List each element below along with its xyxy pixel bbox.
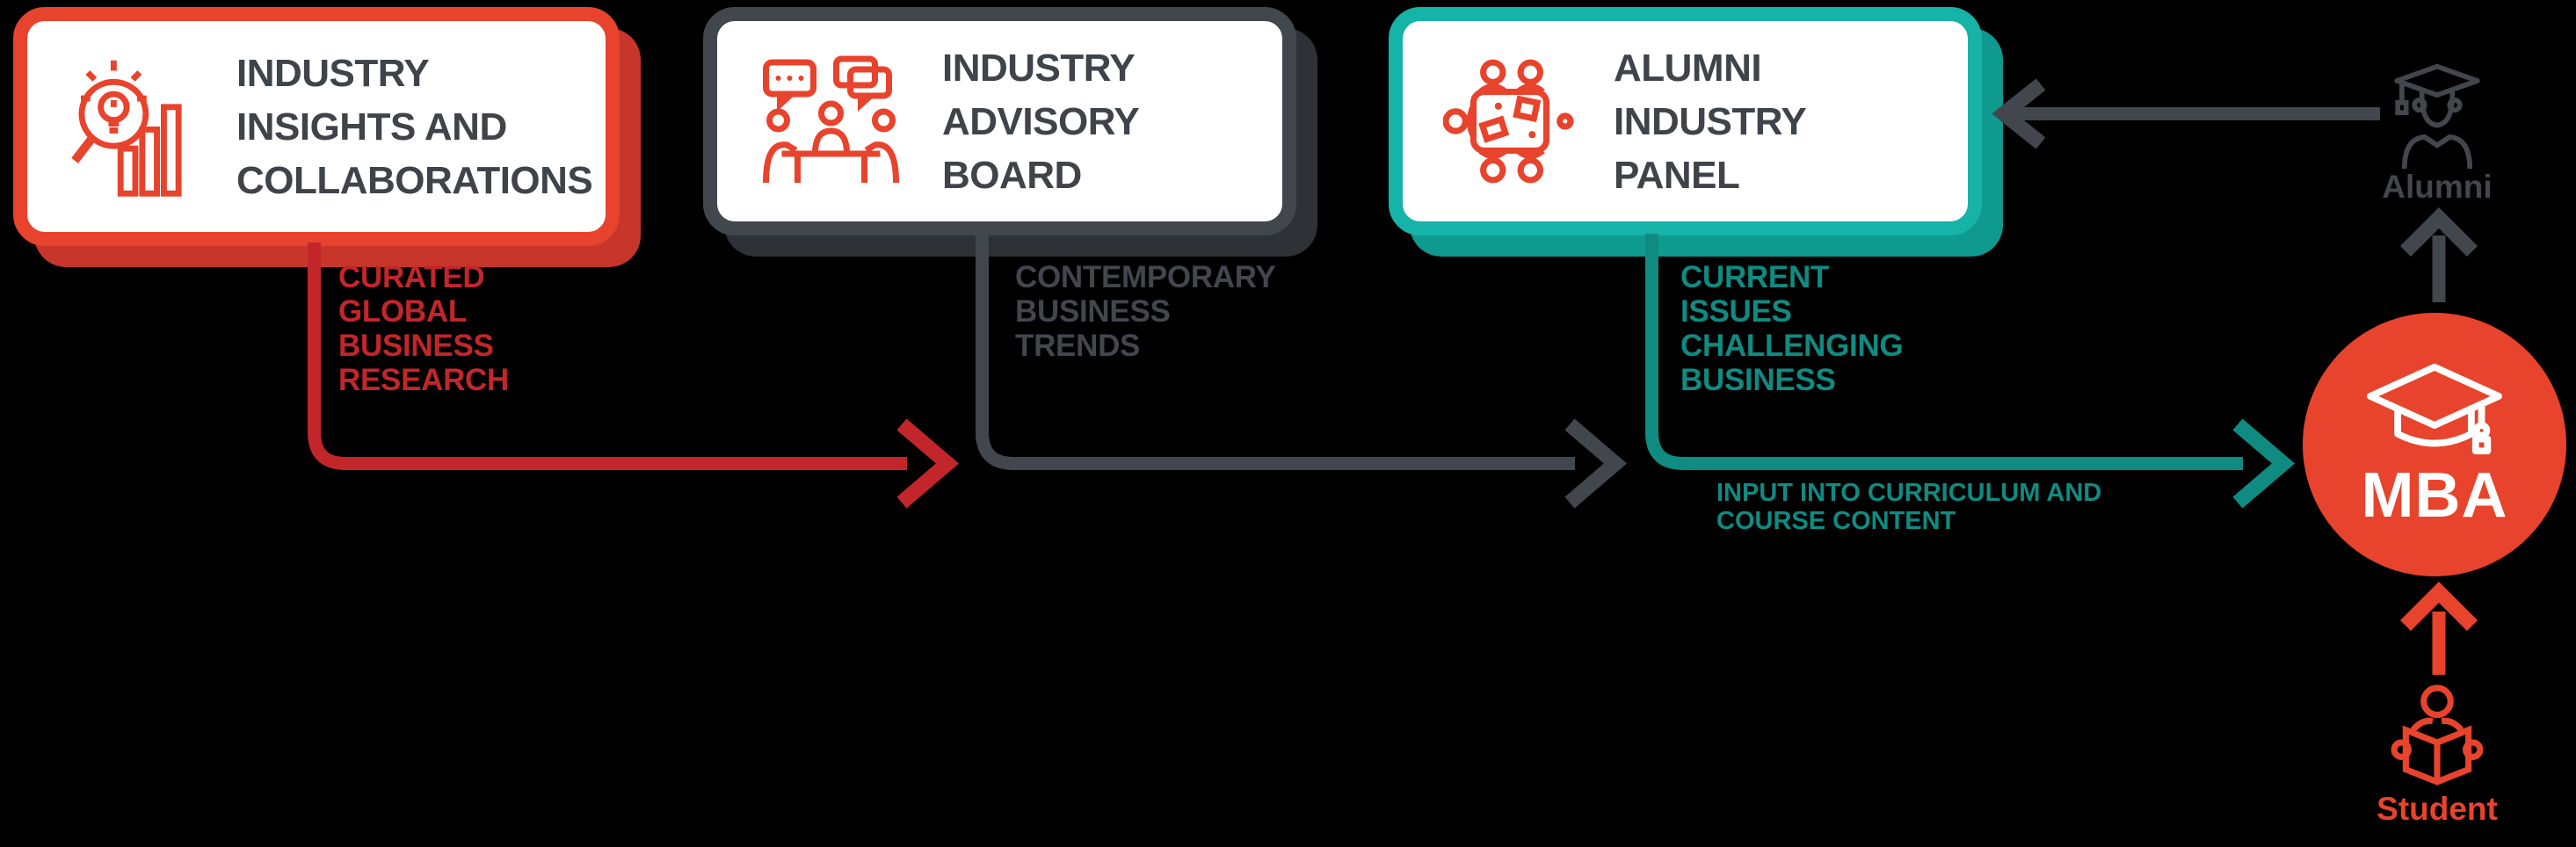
alumni-label: Alumni — [2382, 169, 2493, 205]
student-label: Student — [2376, 791, 2498, 827]
student-reading-icon — [2388, 682, 2486, 793]
research-magnifier-lightbulb-chart-icon — [68, 47, 200, 206]
alumni-graduate-icon — [2384, 62, 2491, 170]
title-line: PANEL — [1614, 153, 1740, 197]
box-title-industry-advisory-board: INDUSTRY ADVISORY BOARD — [942, 41, 1140, 202]
note-line: INPUT INTO CURRICULUM AND — [1716, 479, 2102, 507]
title-line: ADVISORY — [942, 99, 1140, 143]
title-line: INSIGHTS AND — [236, 105, 507, 148]
caption-line: CURRENT — [1680, 260, 1830, 294]
caption-line: GLOBAL — [338, 294, 467, 329]
caption-current-issues-challenging-business: CURRENT ISSUES CHALLENGING BUSINESS — [1680, 260, 1904, 397]
caption-line: CONTEMPORARY — [1015, 260, 1276, 294]
arrow-mba-to-alumni — [2399, 206, 2478, 302]
title-line: BOARD — [942, 153, 1082, 197]
title-line: ALUMNI — [1614, 46, 1762, 90]
meeting-discussion-icon — [758, 55, 905, 187]
box-alumni-industry-panel: ALUMNI INDUSTRY PANEL — [1389, 7, 1982, 235]
caption-line: ISSUES — [1680, 294, 1792, 329]
note-line: COURSE CONTENT — [1716, 507, 1956, 535]
caption-line: BUSINESS — [338, 329, 494, 363]
caption-line: BUSINESS — [1015, 294, 1171, 329]
box-industry-advisory-board: INDUSTRY ADVISORY BOARD — [703, 7, 1296, 235]
caption-line: BUSINESS — [1680, 363, 1836, 397]
caption-line: CHALLENGING — [1680, 329, 1904, 363]
title-line: INDUSTRY — [942, 46, 1136, 90]
caption-line: CURATED — [338, 260, 485, 294]
title-line: COLLABORATIONS — [236, 158, 593, 202]
caption-contemporary-business-trends: CONTEMPORARY BUSINESS TRENDS — [1015, 260, 1276, 363]
arrow-alumni-to-panel — [1992, 78, 2380, 149]
box-title-alumni-industry-panel: ALUMNI INDUSTRY PANEL — [1614, 41, 1807, 202]
caption-curated-global-business-research: CURATED GLOBAL BUSINESS RESEARCH — [338, 260, 509, 397]
title-line: INDUSTRY — [236, 51, 430, 95]
caption-line: RESEARCH — [338, 363, 510, 397]
graduation-cap-icon — [2361, 362, 2508, 460]
box-industry-insights: INDUSTRY INSIGHTS AND COLLABORATIONS — [13, 7, 620, 246]
title-line: INDUSTRY — [1614, 99, 1807, 143]
mba-label: MBA — [2361, 460, 2508, 531]
box-title-industry-insights: INDUSTRY INSIGHTS AND COLLABORATIONS — [236, 47, 593, 207]
caption-line: TRENDS — [1015, 329, 1141, 363]
note-input-into-curriculum: INPUT INTO CURRICULUM AND COURSE CONTENT — [1716, 479, 2101, 535]
arrow-student-to-mba — [2399, 581, 2478, 675]
roundtable-panel-icon — [1443, 54, 1577, 188]
mba-node: MBA — [2303, 313, 2566, 576]
